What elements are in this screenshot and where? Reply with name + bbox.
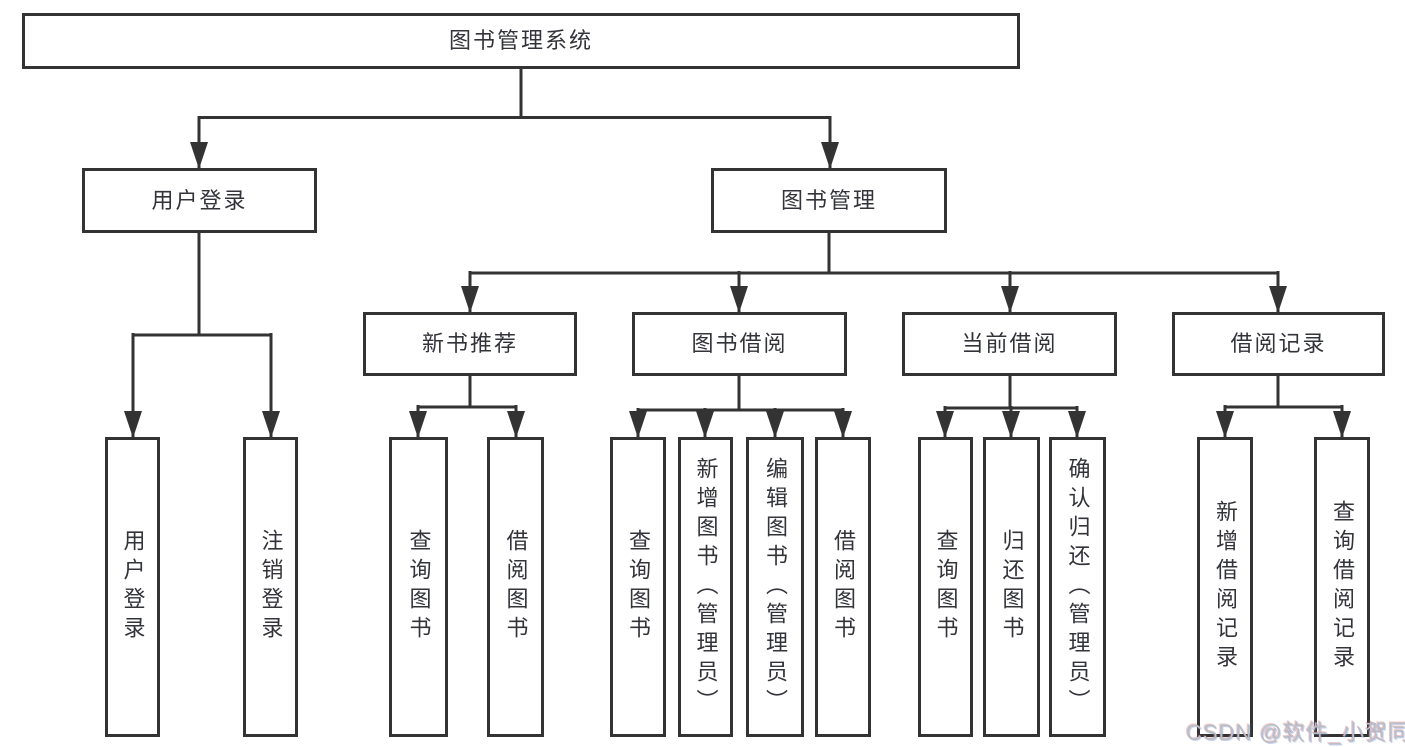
node-book-management-label: 图书管理 [780, 187, 877, 213]
node-book-borrow-label: 图书借阅 [691, 331, 788, 356]
node-user-login-label: 用户登录 [151, 187, 248, 213]
leaf-user-login-label: 用户登录 [120, 529, 146, 645]
leaf-cb-confirm-return: 确认归还（管理员） [1049, 437, 1106, 737]
leaf-bb-add-book-label: 新增图书（管理员） [693, 456, 719, 718]
node-current-borrow-label: 当前借阅 [961, 331, 1058, 356]
leaf-br-query-record-label: 查询借阅记录 [1330, 500, 1355, 674]
leaf-bb-query-book: 查询图书 [610, 437, 666, 737]
leaf-bb-query-book-label: 查询图书 [626, 529, 651, 645]
leaf-bb-add-book: 新增图书（管理员） [678, 437, 733, 737]
node-root: 图书管理系统 [22, 13, 1020, 69]
node-borrow-record-label: 借阅记录 [1230, 331, 1327, 356]
csdn-watermark: CSDN @软件_小贺同学 [1186, 720, 1405, 745]
leaf-cb-return-book-label: 归还图书 [999, 529, 1025, 645]
leaf-user-login: 用户登录 [105, 437, 160, 737]
node-current-borrow: 当前借阅 [902, 312, 1117, 376]
leaf-bb-borrow-book-label: 借阅图书 [831, 529, 856, 645]
leaf-logout: 注销登录 [243, 437, 298, 737]
node-book-management: 图书管理 [711, 168, 947, 233]
leaf-bb-borrow-book: 借阅图书 [815, 437, 871, 737]
node-root-label: 图书管理系统 [448, 28, 593, 53]
node-new-book-recommend-label: 新书推荐 [421, 331, 518, 356]
leaf-br-add-record: 新增借阅记录 [1197, 437, 1253, 737]
node-book-borrow: 图书借阅 [632, 312, 847, 376]
leaf-cb-query-book-label: 查询图书 [933, 529, 959, 645]
leaf-br-query-record: 查询借阅记录 [1314, 437, 1370, 737]
leaf-bb-edit-book: 编辑图书（管理员） [746, 437, 804, 737]
leaf-rec-borrow-book-label: 借阅图书 [503, 529, 529, 645]
leaf-rec-query-book: 查询图书 [389, 437, 448, 737]
leaf-cb-confirm-return-label: 确认归还（管理员） [1065, 456, 1091, 718]
node-new-book-recommend: 新书推荐 [363, 312, 577, 376]
leaf-rec-borrow-book: 借阅图书 [487, 437, 544, 737]
node-user-login: 用户登录 [82, 168, 317, 233]
node-borrow-record: 借阅记录 [1172, 312, 1385, 376]
leaf-bb-edit-book-label: 编辑图书（管理员） [763, 456, 788, 718]
leaf-br-add-record-label: 新增借阅记录 [1213, 500, 1238, 674]
leaf-rec-query-book-label: 查询图书 [406, 529, 432, 645]
leaf-logout-label: 注销登录 [258, 529, 284, 645]
leaf-cb-return-book: 归还图书 [983, 437, 1040, 737]
leaf-cb-query-book: 查询图书 [918, 437, 973, 737]
